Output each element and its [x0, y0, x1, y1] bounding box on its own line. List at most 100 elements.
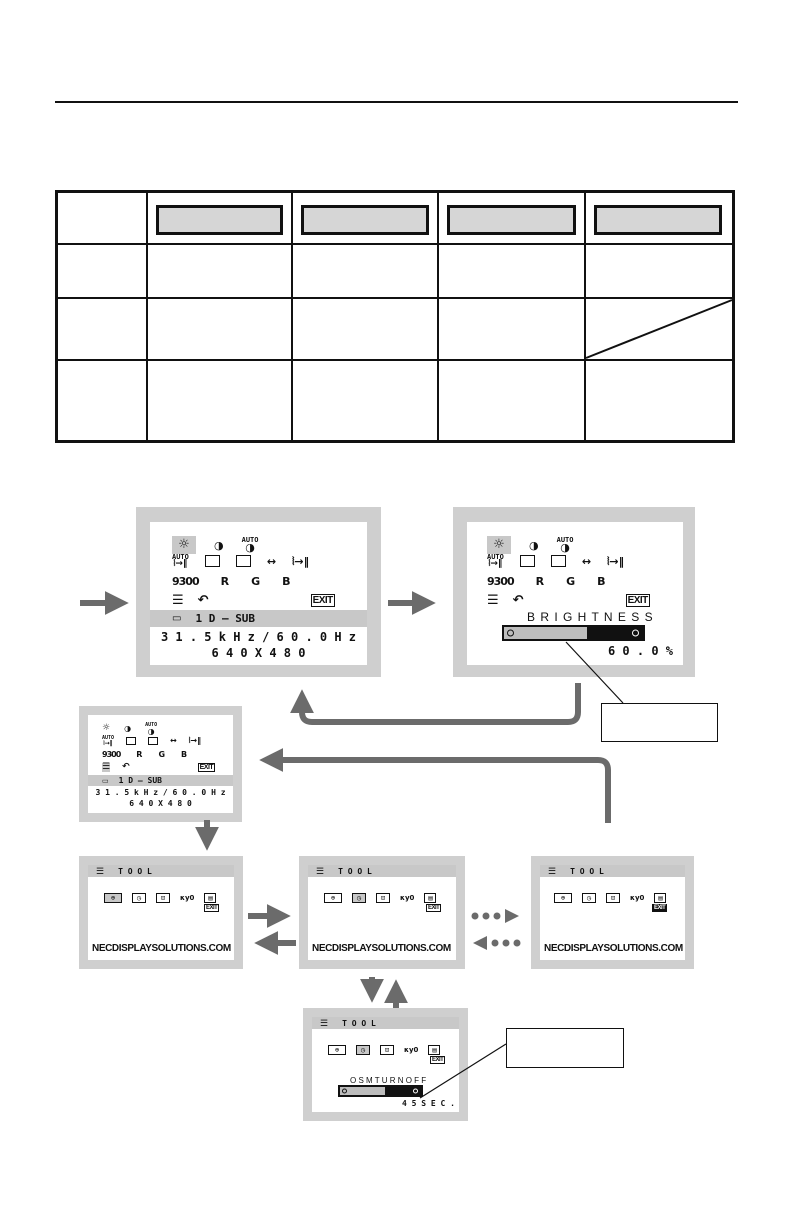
auto-adjust-icon[interactable]: AUTO⦚→‖	[487, 553, 504, 570]
red-icon[interactable]: R	[136, 750, 143, 759]
hot-key-icon[interactable]: κy0	[180, 893, 195, 902]
front-button-2[interactable]	[301, 205, 429, 235]
tool-icon: ☰	[548, 865, 557, 876]
osm-lock-out-icon[interactable]: ⊡	[376, 893, 390, 903]
brightness-icon[interactable]: ☼	[172, 536, 196, 554]
left-right-icon[interactable]	[204, 555, 220, 568]
tool-icon[interactable]: ☰	[172, 593, 184, 608]
information-icon[interactable]: ▤	[654, 893, 667, 903]
hot-key-icon[interactable]: κy0	[630, 893, 645, 902]
osm-turn-off-icon[interactable]: ◷	[356, 1045, 370, 1055]
brightness-slider-fill	[504, 627, 588, 639]
tool-menu-screen-3: ☰ T O O L ⊕ ◷ ⊡ κy0 ▤ EXIT NECDISPLAYSOL…	[531, 856, 694, 969]
slider-min-icon	[342, 1088, 347, 1094]
auto-contrast-icon[interactable]: AUTO◑	[556, 535, 574, 555]
fine-icon[interactable]: ⦚→‖	[188, 735, 202, 745]
website-url: NECDISPLAYSOLUTIONS.COM	[92, 943, 231, 954]
brightness-icon[interactable]: ☼	[487, 536, 511, 554]
tool-icon[interactable]: ☰	[102, 762, 111, 772]
information-icon[interactable]: ▤	[204, 893, 217, 903]
website-url: NECDISPLAYSOLUTIONS.COM	[312, 943, 451, 954]
brightness-callout-leader	[565, 641, 624, 704]
osm-position-icon[interactable]: ⊕	[104, 893, 122, 903]
green-icon[interactable]: G	[158, 750, 166, 759]
resolution-text: 6 4 0 X 4 8 0	[129, 799, 192, 808]
table-row-divider	[58, 297, 732, 299]
fine-icon[interactable]: ⦚→‖	[607, 554, 625, 568]
brightness-icon[interactable]: ☼	[102, 723, 111, 734]
osm-turn-off-icon[interactable]: ◷	[132, 893, 146, 903]
osm-position-icon[interactable]: ⊕	[328, 1045, 346, 1055]
tool-icon: ☰	[320, 1017, 329, 1028]
brightness-slider[interactable]	[502, 625, 645, 641]
osd-brightness-panel: ☼ ◑ AUTO◑ AUTO⦚→‖ ↔ ⦚→‖ 9300 R G B ☰ ↶ E…	[467, 522, 683, 665]
hot-key-icon[interactable]: κy0	[404, 1045, 419, 1054]
osm-turn-off-slider[interactable]	[338, 1085, 423, 1097]
tool-menu-panel: ☰ T O O L ⊕ ◷ ⊡ κy0 ▤ EXIT NECDISPLAYSOL…	[88, 865, 234, 960]
auto-adjust-icon[interactable]: AUTO⦚→‖	[102, 735, 115, 747]
factory-preset-icon[interactable]: ↶	[122, 762, 130, 772]
table-col-divider	[584, 193, 586, 440]
fine-icon[interactable]: ⦚→‖	[292, 554, 310, 568]
not-applicable-diagonal	[585, 299, 733, 359]
red-icon[interactable]: R	[535, 575, 545, 588]
blue-icon[interactable]: B	[282, 575, 291, 588]
up-down-icon[interactable]	[235, 555, 251, 568]
auto-adjust-icon[interactable]: AUTO⦚→‖	[172, 553, 189, 570]
osm-turn-off-icon[interactable]: ◷	[582, 893, 596, 903]
green-icon[interactable]: G	[566, 575, 576, 588]
website-url: NECDISPLAYSOLUTIONS.COM	[544, 943, 683, 954]
osm-position-icon[interactable]: ⊕	[554, 893, 572, 903]
color-9300-icon[interactable]: 9300	[172, 575, 200, 588]
information-icon[interactable]: ▤	[428, 1045, 441, 1055]
exit-icon[interactable]: EXIT	[204, 904, 220, 912]
exit-icon[interactable]: EXIT	[430, 1056, 446, 1064]
tool-icon[interactable]: ☰	[487, 593, 499, 608]
up-down-icon[interactable]	[148, 736, 159, 745]
green-icon[interactable]: G	[251, 575, 261, 588]
exit-icon[interactable]: EXIT	[197, 763, 216, 772]
h-size-icon[interactable]: ↔	[581, 554, 592, 568]
contrast-icon[interactable]: ◑	[529, 538, 539, 552]
auto-contrast-icon[interactable]: AUTO◑	[145, 722, 158, 736]
up-down-icon[interactable]	[550, 555, 566, 568]
table-row-divider	[58, 359, 732, 361]
blue-icon[interactable]: B	[181, 750, 188, 759]
osd-small-panel: ☼ ◑ AUTO◑ AUTO⦚→‖ ↔ ⦚→‖ 9300 R G B ☰ ↶ E…	[88, 715, 233, 813]
color-9300-icon[interactable]: 9300	[102, 750, 121, 759]
red-icon[interactable]: R	[220, 575, 230, 588]
contrast-icon[interactable]: ◑	[214, 538, 224, 552]
osm-lock-out-icon[interactable]: ⊡	[380, 1045, 394, 1055]
left-right-icon[interactable]	[519, 555, 535, 568]
table-col-divider	[437, 193, 439, 440]
front-button-1[interactable]	[156, 205, 283, 235]
h-size-icon[interactable]: ↔	[170, 735, 177, 745]
color-9300-icon[interactable]: 9300	[487, 575, 515, 588]
front-button-4[interactable]	[594, 205, 722, 235]
front-button-3[interactable]	[447, 205, 576, 235]
osm-lock-out-icon[interactable]: ⊡	[606, 893, 620, 903]
exit-icon[interactable]: EXIT	[625, 594, 650, 607]
blue-icon[interactable]: B	[597, 575, 606, 588]
osm-turn-off-icon[interactable]: ◷	[352, 893, 366, 903]
factory-preset-icon[interactable]: ↶	[512, 593, 524, 608]
tool-header: ☰ T O O L	[308, 865, 456, 877]
exit-icon[interactable]: EXIT	[652, 904, 668, 912]
auto-contrast-icon[interactable]: AUTO◑	[241, 535, 259, 555]
exit-icon[interactable]: EXIT	[426, 904, 442, 912]
osm-lock-out-icon[interactable]: ⊡	[156, 893, 170, 903]
contrast-icon[interactable]: ◑	[124, 723, 132, 733]
hot-key-icon[interactable]: κy0	[400, 893, 415, 902]
h-size-icon[interactable]: ↔	[266, 554, 277, 568]
information-icon[interactable]: ▤	[424, 893, 437, 903]
exit-icon[interactable]: EXIT	[310, 594, 335, 607]
top-rule	[55, 101, 738, 103]
tool-icon: ☰	[96, 865, 105, 876]
tool-menu-panel: ☰ T O O L ⊕ ◷ ⊡ κy0 ▤ EXIT NECDISPLAYSOL…	[308, 865, 456, 960]
left-right-icon[interactable]	[126, 736, 137, 745]
factory-preset-icon[interactable]: ↶	[197, 593, 209, 608]
tool-menu-screen-2: ☰ T O O L ⊕ ◷ ⊡ κy0 ▤ EXIT NECDISPLAYSOL…	[299, 856, 465, 969]
tool-header: ☰ T O O L	[88, 865, 234, 877]
osm-position-icon[interactable]: ⊕	[324, 893, 342, 903]
